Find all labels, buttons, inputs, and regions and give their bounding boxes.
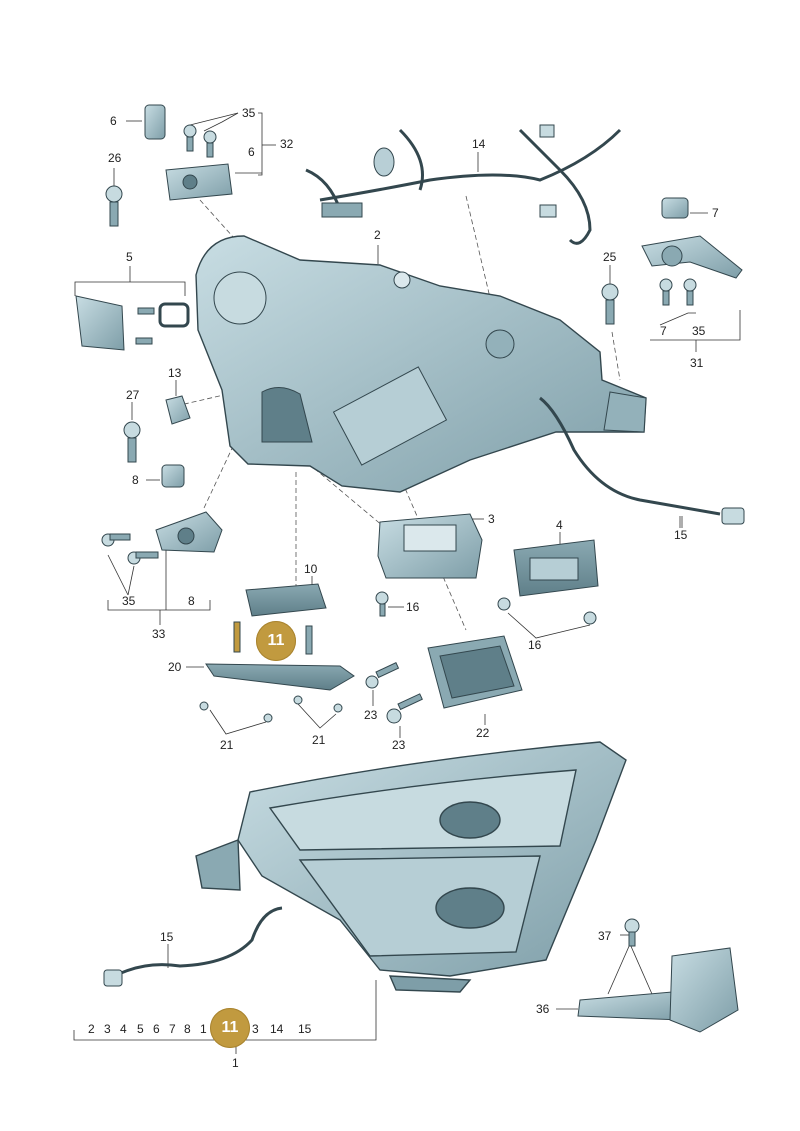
callout-23: 23 — [364, 708, 378, 722]
callout-4: 4 — [556, 518, 563, 532]
callout-15: 15 — [674, 528, 688, 542]
callout-10: 10 — [304, 562, 318, 576]
callout-36: 36 — [536, 1002, 550, 1016]
callout-3: 3 — [488, 512, 495, 526]
housing-back — [195, 235, 647, 493]
wiring-connectors — [321, 124, 557, 218]
list-item: 8 — [184, 1022, 191, 1036]
callout-5: 5 — [126, 250, 133, 264]
small-parts — [75, 104, 743, 1033]
list-item: 14 — [270, 1022, 284, 1036]
callout-21: 21 — [220, 738, 234, 752]
callout-1: 1 — [232, 1056, 239, 1070]
list-item: 15 — [298, 1022, 312, 1036]
list-item: 3 — [104, 1022, 111, 1036]
wiring-harness — [305, 128, 622, 245]
callout-35: 35 — [122, 594, 136, 608]
list-item: 5 — [137, 1022, 144, 1036]
cable-plug-right — [721, 507, 745, 525]
cable-plug-left — [103, 969, 123, 987]
callout-13: 13 — [168, 366, 182, 380]
callout-14: 14 — [472, 137, 486, 151]
callout-21: 21 — [312, 733, 326, 747]
list-item: 7 — [169, 1022, 176, 1036]
callout-16: 16 — [406, 600, 420, 614]
highlight-badge-11[interactable]: 11 — [256, 621, 296, 661]
callout-27: 27 — [126, 388, 140, 402]
callout-25: 25 — [603, 250, 617, 264]
list-item: 3 — [252, 1022, 259, 1036]
callout-16: 16 — [528, 638, 542, 652]
callout-37: 37 — [598, 929, 612, 943]
callout-31: 31 — [690, 356, 704, 370]
callout-15: 15 — [160, 930, 174, 944]
harness-cables — [107, 396, 721, 982]
callout-35: 35 — [692, 324, 706, 338]
callout-26: 26 — [108, 151, 122, 165]
callout-7: 7 — [712, 206, 719, 220]
callout-22: 22 — [476, 726, 490, 740]
list-item: 6 — [153, 1022, 160, 1036]
callout-6: 6 — [248, 145, 255, 159]
callout-8: 8 — [132, 473, 139, 487]
callout-8: 8 — [188, 594, 195, 608]
highlight-badge-11[interactable]: 11 — [210, 1008, 250, 1048]
callout-32: 32 — [280, 137, 294, 151]
headlamp-assembly — [195, 741, 627, 993]
callout-33: 33 — [152, 627, 166, 641]
callout-7: 7 — [660, 324, 667, 338]
callout-2: 2 — [374, 228, 381, 242]
list-item: 2 — [88, 1022, 95, 1036]
callout-23: 23 — [392, 738, 406, 752]
callout-35: 35 — [242, 106, 256, 120]
callout-20: 20 — [168, 660, 182, 674]
list-item: 4 — [120, 1022, 127, 1036]
callout-6: 6 — [110, 114, 117, 128]
list-item: 1 — [200, 1022, 207, 1036]
